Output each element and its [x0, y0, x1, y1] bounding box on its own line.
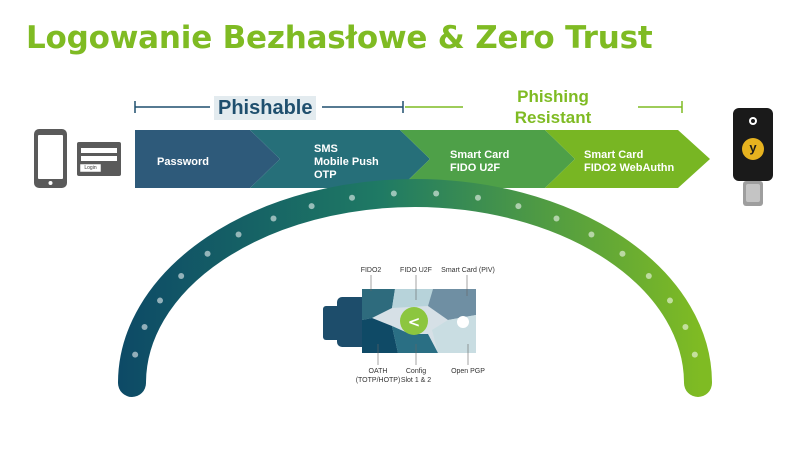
stage-fido2-label: Smart Card FIDO2 WebAuthn: [584, 149, 675, 174]
arc-dot: [515, 203, 522, 210]
arc-dot: [157, 297, 164, 304]
arc-dot: [390, 190, 397, 197]
stage-fido2-shape: [545, 130, 710, 188]
arc-dot: [433, 190, 440, 197]
arc-dot: [308, 203, 315, 210]
arc-dot: [270, 215, 277, 222]
phishable-label: Phishable: [214, 96, 317, 120]
arc-dot: [474, 194, 481, 201]
chip-label-smart-card: Smart Card (PIV): [441, 267, 495, 274]
chip-label-fido2: FIDO2: [360, 267, 382, 274]
phishing-resistant-label: Phishing Resistant: [514, 87, 592, 127]
stage-sms-shape: [250, 130, 430, 188]
chip-label-config: Config Slot 1 & 2: [400, 368, 432, 384]
arc-dot: [645, 272, 652, 279]
yubikey-logo: y: [749, 140, 757, 155]
page-title: Logowanie Bezhasłowe & Zero Trust: [26, 20, 653, 56]
arc-dot: [178, 272, 185, 279]
chip-leader-lines: [370, 275, 469, 365]
arc-dot: [619, 250, 626, 257]
chip-segment-config: [392, 326, 438, 353]
chip-label-fido-u2f: FIDO U2F: [400, 267, 432, 274]
arc-dot: [553, 215, 560, 222]
stage-password-label: Password: [157, 155, 209, 168]
arc-dot: [141, 323, 148, 330]
stage-fido-u2f-label: Smart Card FIDO U2F: [450, 149, 510, 174]
chip-segment-oath: [362, 318, 398, 353]
arc-dots: [132, 190, 698, 358]
phishing-scale: [134, 101, 683, 113]
arc-dot: [682, 323, 689, 330]
chip-label-open-pgp: Open PGP: [451, 368, 485, 375]
login-button-label: Login: [84, 165, 97, 171]
security-key-chip: <: [323, 289, 476, 353]
arc-dot: [349, 194, 356, 201]
chip-segment-fido-u2f: [392, 289, 433, 308]
chip-label-oath: OATH (TOTP/HOTP): [355, 368, 401, 384]
security-arc: [118, 179, 712, 397]
arc-dot: [235, 231, 242, 238]
arc-dot: [691, 351, 698, 358]
stage-sms-label: SMS Mobile Push OTP: [314, 142, 379, 181]
arc-dot: [204, 250, 211, 257]
login-window-icon: [77, 142, 121, 176]
arc-dot: [666, 297, 673, 304]
svg-text:<: <: [408, 313, 421, 331]
chip-segment-smart-card: [428, 289, 476, 320]
arc-dot: [588, 231, 595, 238]
phone-icon: [34, 129, 67, 188]
auth-stage-band: [135, 130, 710, 188]
chip-segment-fido2: [362, 289, 395, 320]
stage-fido-u2f-shape: [400, 130, 575, 188]
yubikey-device-icon: [733, 108, 773, 206]
arc-dot: [132, 351, 139, 358]
stage-password-shape: [135, 130, 280, 188]
